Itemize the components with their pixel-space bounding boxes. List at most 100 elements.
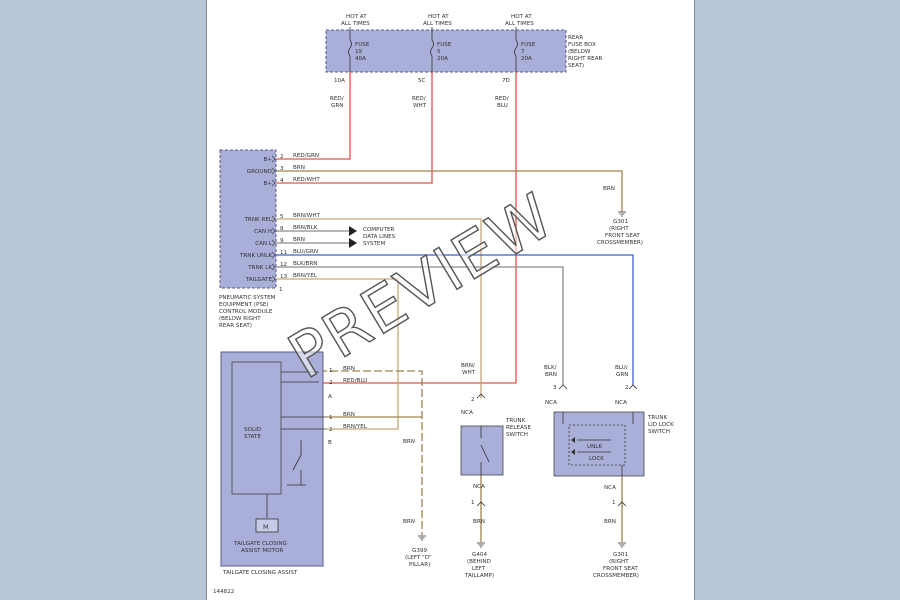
lidlock-nca-b: NCA [615,400,627,406]
lidlock-wire-b2: GRN [616,372,628,378]
pse-pin-wire: BLU/GRN [293,249,318,255]
pse-pin-number: 2 [280,154,284,160]
conn-b-id: B [328,440,332,446]
conn-b-wire-1: BRN [343,412,355,418]
wire-red-wht [276,72,433,184]
release-nca-bot: NCA [473,484,485,490]
hot-label-1a: HOT AT [346,14,367,20]
computer-label-2: DATA LINES [363,234,396,240]
pse-pin-arrow [271,179,276,187]
g404-loc-3: TAILLAMP) [464,573,494,579]
lidlock-unlk: UNLK [587,444,602,450]
g399-loc-2: PILLAR) [409,562,430,568]
computer-label-1: COMPUTER [363,227,395,233]
pse-pin-arrow [271,155,276,163]
fuse-box-label-1: REAR [568,35,583,41]
fuse-7-number: 7 [521,49,525,55]
fuse-7-pin: 7D [502,78,510,84]
hot-label-2a: HOT AT [428,14,449,20]
ground-g399: BRN G399 (LEFT "D" PILLAR) [403,519,432,568]
computer-label-3: SYSTEM [363,241,385,247]
fuse-19-rating: 40A [355,56,366,62]
fuse-7-wire-a: RED/ [495,96,509,102]
g301-bot-loc-3: CROSSMEMBER) [593,573,639,579]
g404-loc-1: (BEHIND [467,559,491,565]
pse-pin-number: 9 [280,238,284,244]
figure-id: 144822 [213,589,234,595]
fuse-19-wire-a: RED/ [330,96,344,102]
ground-g301-top: BRN G301 (RIGHT FRONT SEAT CROSSMEMBER) [597,186,643,246]
pse-pin-1: 1 [279,287,283,293]
g404-loc-2: LEFT [472,566,486,572]
motor-label-2: ASSIST MOTOR [241,548,283,554]
lidlock-pin-b: 2 [625,385,629,391]
pse-pin-wire: BRN/YEL [293,273,318,279]
g301-bot-id: G301 [613,552,628,558]
pse-pin-arrow [271,251,276,259]
fuse-5-rating: 20A [437,56,448,62]
hot-label-3b: ALL TIMES [505,21,534,27]
conn-b-pin-1: 1 [329,415,333,421]
lidlock-name-1: TRUNK [647,415,668,421]
g301-loc-1: (RIGHT [609,226,629,232]
pse-pin-label: TAILGATE [245,277,273,283]
lidlock-nca-a: NCA [545,400,557,406]
fuse-19-label: FUSE [355,42,370,48]
g399-id: G399 [412,548,427,554]
pse-pin-arrow [271,167,276,175]
pse-pin-arrow [271,239,276,247]
fuse-box-label-4: RIGHT REAR [568,56,603,62]
fuse-7-symbol [514,39,518,57]
trunk-release-switch: BRN/ WHT 2 NCA TRUNK RELEASE SWITCH NCA … [460,363,531,579]
fuse-19-wire-b: GRN [331,103,343,109]
release-name-3: SWITCH [506,432,528,438]
g399-wire-label: BRN [403,519,415,525]
preview-watermark: PREVIEW [276,178,566,392]
solid-state-block [231,361,282,495]
pse-pin-arrow [271,275,276,283]
g301-bot-loc-1: (RIGHT [609,559,629,565]
fuse-5-label: FUSE [437,42,452,48]
fuse-5-wire-a: RED/ [412,96,426,102]
wire-brn-yel [276,278,399,430]
lidlock-wire-b1: BLU/ [615,365,628,371]
lidlock-wire-a2: BRN [545,372,557,378]
hot-label-1b: ALL TIMES [341,21,370,27]
pse-name-5: REAR SEAT) [219,323,252,329]
pse-pin-label: TRNK UNLK [239,253,272,259]
lidlock-name-3: SWITCH [648,429,670,435]
pse-pin-label: TRNK REL [244,217,273,223]
release-wire-a: BRN/ [461,363,475,369]
solid-state-label-1: SOLID [244,427,261,433]
pse-pin-wire: BRN/WHT [293,213,321,219]
pse-pin-wire: RED/WHT [293,177,320,183]
release-name-2: RELEASE [506,425,531,431]
lidlock-name-2: LID LOCK [648,422,674,428]
tailgate-closing-assist: SOLID STATE M TAILGATE CLOSING ASSIST MO… [220,351,415,576]
lidlock-lock: LOCK [589,456,604,462]
rear-fuse-box: HOT AT ALL TIMES HOT AT ALL TIMES HOT AT… [325,14,603,109]
trunk-lid-lock-switch: BLK/ BRN 3 NCA BLU/ GRN 2 NCA UNLK LOCK … [544,365,674,579]
conn-a-pin-2: 2 [329,380,333,386]
fuse-7-wire-b: BLU [497,103,508,109]
tailgate-brn-label: BRN [403,439,415,445]
fuse-box-label-3: (BELOW [568,49,591,55]
pse-pin-wire: RED/GRN [293,153,319,159]
conn-a-id: A [328,394,332,400]
g301-loc-3: CROSSMEMBER) [597,240,643,246]
motor-label-1: TAILGATE CLOSING [233,541,287,547]
hot-label-3a: HOT AT [511,14,532,20]
g301-bot-loc-2: FRONT SEAT [603,566,638,572]
pse-name-4: (BELOW RIGHT [219,316,261,322]
g301-loc-2: FRONT SEAT [605,233,640,239]
tailgate-caption: TAILGATE CLOSING ASSIST [222,570,298,576]
pse-pin-number: 12 [280,262,287,268]
conn-b-wire-2: BRN/YEL [343,424,368,430]
pse-pin-arrow [271,227,276,235]
fuse-5-number: 5 [437,49,441,55]
wiring-diagram: HOT AT ALL TIMES HOT AT ALL TIMES HOT AT… [213,14,674,595]
pse-pin-number: 13 [280,274,288,280]
pse-name-1: PNEUMATIC SYSTEM [219,295,276,301]
solid-state-label-2: STATE [244,434,261,440]
